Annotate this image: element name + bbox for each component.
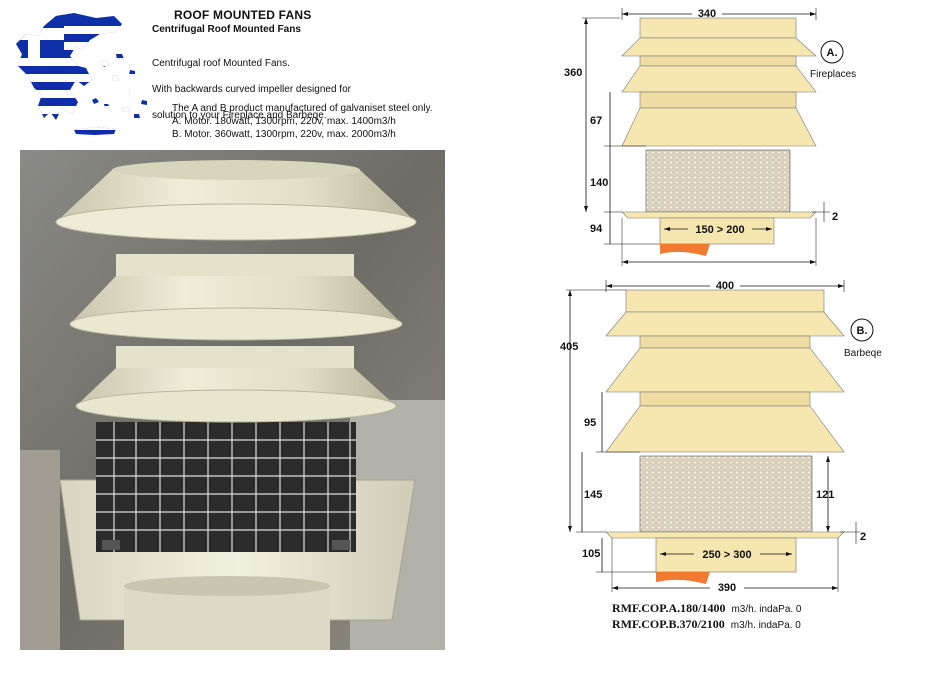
dimension-label: 94 (590, 223, 603, 235)
description-line: solution to your Fireplace and Barbeqe. (152, 110, 327, 121)
model-unit: m3/h. indaPa. 0 (731, 604, 802, 615)
description-line: Centrifugal roof Mounted Fans. (152, 58, 290, 69)
diagram-b-label: Barbeqe (844, 348, 882, 359)
product-specs: The A and B product manufactured of galv… (172, 102, 433, 141)
diagram-a: 340 150 > 200 360 67 140 94 (564, 6, 856, 266)
spec-line: A. Motor. 180watt, 1300rpm, 220v, max. 1… (172, 116, 396, 127)
dimension-label: 360 (564, 67, 582, 79)
model-code-b: RMF.COP.B.370/2100 m3/h. indaPa. 0 (612, 617, 801, 632)
dimension-label: 400 (716, 280, 734, 292)
dimension-label: 340 (698, 8, 716, 20)
diagram-b: 400 250 > 300 405 95 145 105 121 (560, 278, 882, 594)
spec-line: B. Motor. 360watt, 1300rpm, 220v, max. 2… (172, 129, 396, 140)
dimension-label: 67 (590, 115, 602, 127)
diagram-a-label: Fireplaces (810, 69, 856, 80)
product-description: Centrifugal roof Mounted Fans. With back… (152, 44, 351, 135)
dimension-label: 140 (590, 177, 608, 189)
dimension-label: 105 (582, 548, 600, 560)
page-title: ROOF MOUNTED FANS (174, 8, 312, 22)
model-code-a: RMF.COP.A.180/1400 m3/h. indaPa. 0 (612, 601, 802, 616)
page-subtitle: Centrifugal Roof Mounted Fans (152, 24, 301, 35)
dimension-label: 121 (816, 489, 834, 501)
greece-flag-map (16, 13, 147, 135)
dimension-label: 390 (718, 582, 736, 594)
technical-drawing: 340 150 > 200 360 67 140 94 (560, 6, 882, 594)
flange-label: 2 (832, 211, 838, 223)
badge-b: B. (857, 325, 868, 337)
model-code: RMF.COP.B.370/2100 (612, 617, 725, 631)
duct-label: 150 > 200 (695, 224, 744, 236)
description-line: With backwards curved impeller designed … (152, 84, 351, 95)
dimension-label: 405 (560, 341, 578, 353)
dimension-label: 145 (584, 489, 602, 501)
duct-label: 250 > 300 (702, 549, 751, 561)
flange-label: 2 (860, 531, 866, 543)
product-photo (20, 150, 445, 650)
badge-a: A. (827, 47, 838, 59)
model-unit: m3/h. indaPa. 0 (730, 620, 801, 631)
dimension-label: 95 (584, 417, 596, 429)
spec-line: The A and B product manufactured of galv… (172, 103, 433, 114)
model-code: RMF.COP.A.180/1400 (612, 601, 726, 615)
